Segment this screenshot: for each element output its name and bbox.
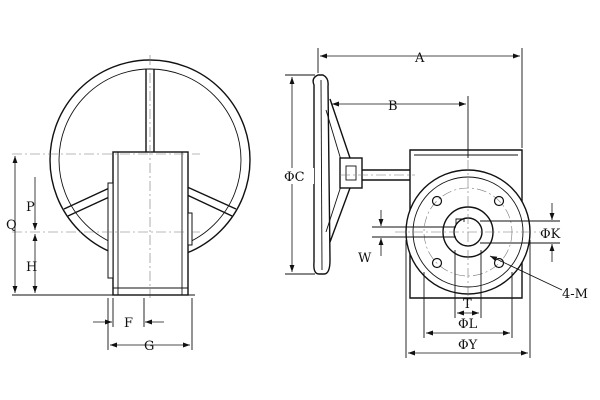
label-t: T (463, 297, 472, 312)
label-c: ΦC (284, 170, 305, 185)
spoke-right (184, 185, 237, 210)
wheel-arm-lower (329, 187, 351, 243)
front-view: A B ΦC W ΦK 4-M T ΦL (282, 48, 588, 358)
label-c-bg (282, 168, 314, 184)
label-w: W (358, 251, 372, 266)
gearbox-body-side (112, 151, 189, 296)
keyway (455, 218, 465, 224)
handwheel-edge-inner (320, 79, 323, 271)
leader-4m (489, 255, 563, 291)
label-m: 4-M (562, 287, 588, 302)
bolt-hole (431, 257, 443, 269)
label-p: P (26, 200, 35, 215)
wheel-hub (339, 157, 363, 189)
wheel-arm-upper (329, 98, 351, 159)
bolt-hole (431, 195, 443, 207)
side-flange-right (187, 212, 193, 246)
side-flange-left (107, 182, 114, 279)
label-h: H (26, 260, 37, 275)
label-k: ΦK (540, 227, 561, 242)
bolt-hole (493, 257, 505, 269)
wheel-hub-cap (345, 165, 357, 181)
spoke-right (184, 193, 233, 217)
label-a: A (414, 51, 425, 66)
wheel-arm-inner (325, 185, 342, 233)
label-g: G (144, 339, 154, 354)
label-f: F (124, 316, 133, 331)
label-q: Q (6, 218, 17, 233)
bolt-hole (493, 195, 505, 207)
label-b: B (388, 99, 398, 114)
label-l: ΦL (458, 317, 478, 332)
side-view: Q P H F G (6, 55, 251, 354)
wheel-arm-inner (325, 109, 342, 161)
label-y: ΦY (458, 338, 478, 353)
